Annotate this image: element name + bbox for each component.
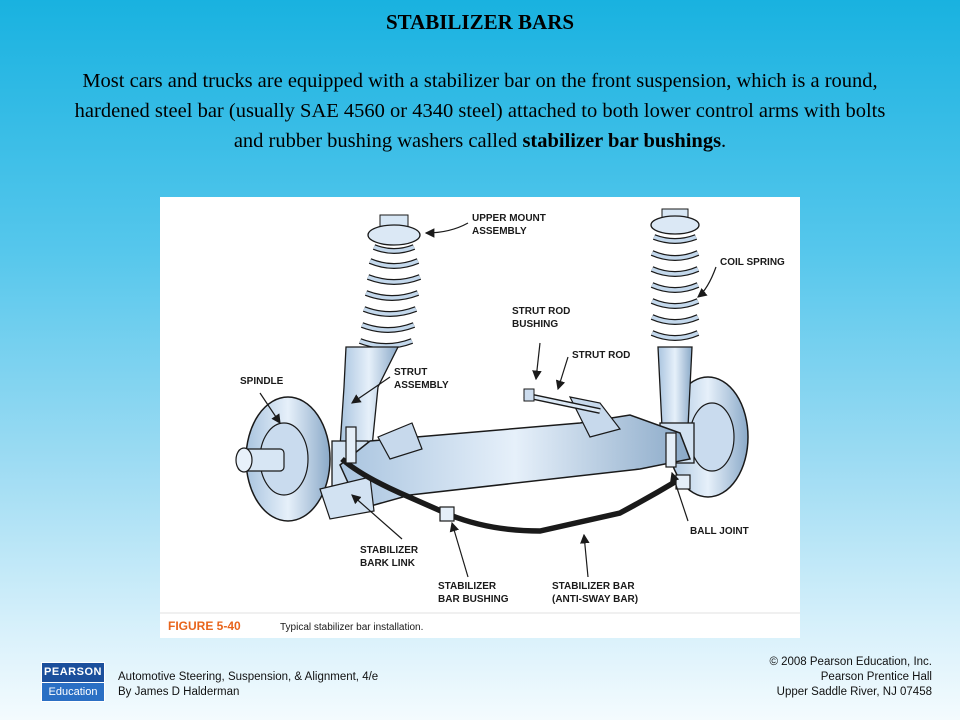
- label-strut-assembly-line1: STRUT: [394, 367, 427, 378]
- book-info: Automotive Steering, Suspension, & Align…: [118, 670, 378, 700]
- suspension-illustration: UPPER MOUNT ASSEMBLY COIL SPRING STRUT R…: [160, 208, 800, 633]
- label-coil-spring: COIL SPRING: [720, 257, 785, 268]
- crossmember: [319, 396, 692, 520]
- label-bark-link-line1: STABILIZER: [360, 545, 419, 556]
- body-text: Most cars and trucks are equipped with a…: [74, 70, 886, 152]
- body-bold-term: stabilizer bar bushings: [522, 130, 722, 152]
- stabilizer-bar: [340, 456, 682, 534]
- label-stabilizer-bar-line1: STABILIZER BAR: [552, 581, 635, 592]
- label-stabilizer-bar-line2: (ANTI-SWAY BAR): [552, 594, 638, 605]
- left-rotor: [235, 396, 331, 522]
- label-strut-rod-bushing-line2: BUSHING: [512, 319, 558, 330]
- label-spindle: SPINDLE: [240, 376, 284, 387]
- publisher-info: © 2008 Pearson Education, Inc. Pearson P…: [769, 655, 932, 700]
- figure-number: FIGURE 5-40: [168, 619, 241, 633]
- publisher-address: Upper Saddle River, NJ 07458: [776, 686, 932, 698]
- logo-bottom-text: Education: [42, 682, 104, 701]
- label-bark-link-line2: BARK LINK: [360, 558, 416, 569]
- stabilizer-links: [345, 426, 691, 522]
- slide-body-text: Most cars and trucks are equipped with a…: [60, 66, 900, 156]
- label-upper-mount-line2: ASSEMBLY: [472, 226, 527, 237]
- copyright: © 2008 Pearson Education, Inc.: [769, 656, 932, 668]
- body-end: .: [721, 130, 727, 152]
- book-author: By James D Halderman: [118, 686, 240, 698]
- label-bar-bushing-line2: BAR BUSHING: [438, 594, 509, 605]
- book-title: Automotive Steering, Suspension, & Align…: [118, 671, 379, 683]
- label-upper-mount-line1: UPPER MOUNT: [472, 213, 546, 224]
- pearson-logo: PEARSON Education: [41, 662, 105, 702]
- label-ball-joint: BALL JOINT: [690, 526, 749, 537]
- suspension-figure: UPPER MOUNT ASSEMBLY COIL SPRING STRUT R…: [160, 197, 800, 638]
- label-strut-assembly-line2: ASSEMBLY: [394, 380, 449, 391]
- callout-arrows: [259, 222, 717, 578]
- slide-title: STABILIZER BARS: [385, 10, 575, 34]
- logo-top-text: PEARSON: [42, 663, 104, 682]
- publisher: Pearson Prentice Hall: [820, 671, 932, 683]
- figure-caption: Typical stabilizer bar installation.: [280, 622, 423, 633]
- strut-rod: [523, 388, 601, 414]
- label-strut-rod: STRUT ROD: [572, 350, 630, 361]
- label-bar-bushing-line1: STABILIZER: [438, 581, 497, 592]
- label-strut-rod-bushing-line1: STRUT ROD: [512, 306, 570, 317]
